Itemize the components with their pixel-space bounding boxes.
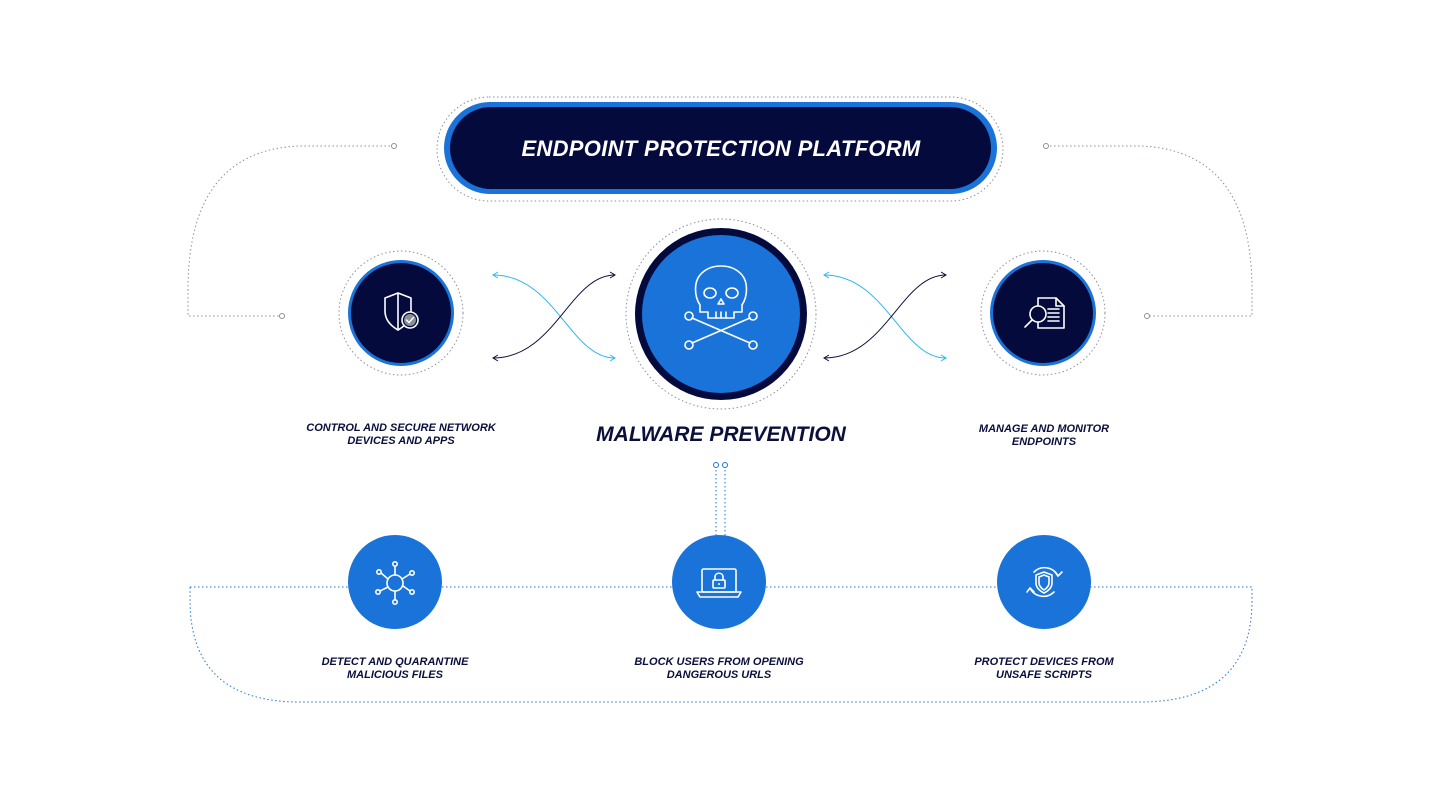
left-crossing-arrows: [492, 271, 616, 362]
diagram-title: ENDPOINT PROTECTION PLATFORM: [521, 136, 920, 161]
bottom-loop-connector: [189, 586, 1253, 703]
node-label: MANAGE AND MONITOR: [979, 423, 1109, 435]
node-label: MALICIOUS FILES: [347, 669, 444, 681]
node-label: DETECT AND QUARANTINE: [322, 656, 470, 668]
node-malware-prevention: [625, 218, 817, 410]
node-label: DEVICES AND APPS: [347, 435, 455, 447]
right-crossing-arrows: [823, 271, 947, 362]
connector-dot: [279, 313, 285, 319]
node-detect-quarantine: [348, 535, 442, 629]
laptop-lock-icon: [696, 568, 742, 598]
connector-dot: [1043, 143, 1049, 149]
node-label: CONTROL AND SECURE NETWORK: [306, 422, 497, 434]
center-label: MALWARE PREVENTION: [596, 423, 847, 446]
left-outer-connector: [187, 145, 394, 317]
node-label: BLOCK USERS FROM OPENING: [634, 656, 804, 668]
node-label: ENDPOINTS: [1012, 436, 1077, 448]
node-label: DANGEROUS URLS: [667, 669, 772, 681]
connector-dot: [391, 143, 397, 149]
node-label: PROTECT DEVICES FROM: [974, 656, 1114, 668]
document-search-icon: [1024, 297, 1065, 329]
node-label: UNSAFE SCRIPTS: [996, 669, 1093, 681]
connector-dot: [722, 462, 728, 468]
node-endpoint-monitor: [980, 250, 1106, 376]
skull-crossbones-icon: [684, 265, 758, 350]
connector-dot: [1144, 313, 1150, 319]
node-protect-scripts: [997, 535, 1091, 629]
title-pill-outline: [436, 96, 1004, 202]
title-pill: [450, 107, 991, 189]
shield-refresh-icon: [1026, 566, 1063, 598]
shield-check-icon: [384, 292, 419, 331]
network-hub-icon: [374, 560, 415, 605]
connector-dot: [713, 462, 719, 468]
node-network-control: [338, 250, 464, 376]
node-block-urls: [672, 535, 766, 629]
right-outer-connector: [1046, 145, 1253, 317]
